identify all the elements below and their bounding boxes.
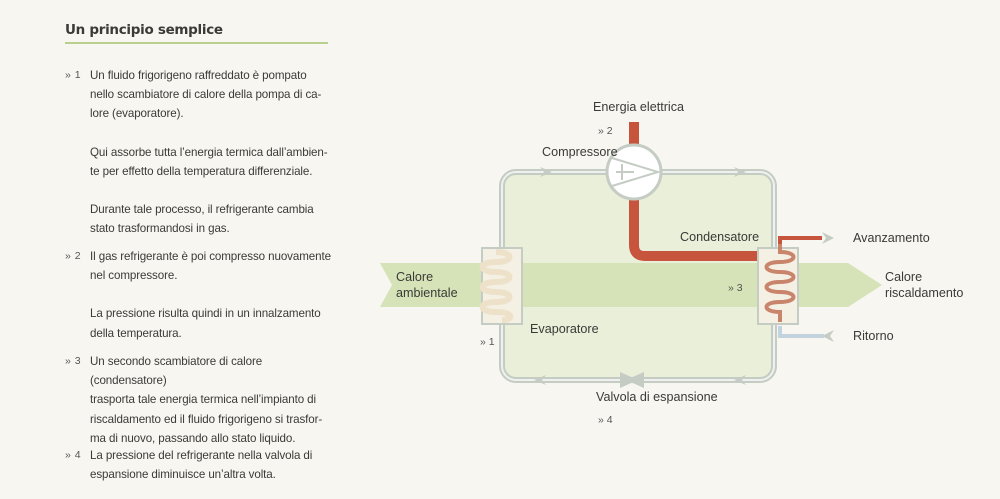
text-line: La pressione risulta quindi in un innalz… — [90, 307, 321, 321]
marker-1: » 1 — [480, 336, 495, 348]
marker-3: » 3 — [728, 282, 743, 294]
supply-pipe — [778, 236, 822, 244]
flow-arrow-bottom-right — [734, 375, 746, 385]
text-line: espansione diminuisce un’altra volta. — [90, 468, 276, 482]
text-line: riscaldamento ed il fluido frigorigeno s… — [90, 412, 323, 426]
step-paragraph: La pressione risulta quindi in un innalz… — [90, 304, 335, 342]
label-energia-elettrica: Energia elettrica — [593, 100, 684, 114]
text-line: La pressione del refrigerante nella valv… — [90, 449, 313, 462]
label-avanzamento: Avanzamento — [853, 231, 930, 245]
text-line: te per effetto della temperatura differe… — [90, 164, 313, 178]
label-calore-ambientale-2: ambientale — [396, 286, 458, 300]
circuit-inner-line — [501, 171, 775, 381]
step-paragraph: Il gas refrigerante è poi compresso nuov… — [90, 247, 335, 285]
text-line: ma di nuovo, passando allo stato liquido… — [90, 431, 296, 445]
circuit-area — [499, 169, 777, 383]
step-paragraph: Un secondo scambiatore di calore (conden… — [90, 352, 335, 448]
text-line: Un secondo scambiatore di calore (conden… — [90, 355, 263, 388]
text-line: stato trasformandosi in gas. — [90, 222, 230, 236]
return-pipe — [778, 326, 824, 338]
label-calore-riscaldamento-1: Calore — [885, 270, 922, 284]
step-paragraph: La pressione del refrigerante nella valv… — [90, 446, 335, 484]
step-2: »2 Il gas refrigerante è poi compresso n… — [65, 247, 335, 343]
marker-2: » 2 — [598, 125, 613, 137]
section-title: Un principio semplice — [65, 22, 223, 38]
supply-arrow-icon — [822, 232, 834, 244]
label-calore-riscaldamento-2: riscaldamento — [885, 286, 963, 300]
text-line: Il gas refrigerante è poi compresso nuov… — [90, 250, 331, 263]
step-1: »1 Un fluido frigorigeno raffreddato è p… — [65, 66, 335, 238]
condenser-icon — [757, 240, 799, 325]
label-ritorno: Ritorno — [853, 329, 894, 343]
label-valvola-espansione: Valvola di espansione — [596, 390, 718, 404]
label-condensatore: Condensatore — [680, 230, 759, 244]
marker-4: » 4 — [598, 414, 613, 426]
flow-arrow-bottom-left — [534, 375, 546, 385]
label-evaporatore: Evaporatore — [530, 322, 599, 336]
expansion-valve-icon — [620, 372, 644, 388]
step-marker: »2 — [65, 250, 81, 262]
flow-arrow-top-left — [540, 167, 552, 177]
text-line: nel compressore. — [90, 269, 178, 283]
text-line: trasporta tale energia termica nell’impi… — [90, 393, 317, 407]
label-compressore: Compressore — [542, 145, 618, 159]
step-4: »4 La pressione del refrigerante nella v… — [65, 446, 335, 484]
step-marker: »4 — [65, 449, 81, 461]
step-marker: »1 — [65, 69, 81, 81]
flow-arrows — [534, 167, 746, 385]
flow-arrow-top-right — [734, 167, 746, 177]
evaporator-icon — [479, 247, 523, 325]
heat-flow-band — [380, 263, 882, 307]
hot-refrigerant-pipe — [629, 192, 766, 261]
text-line: Durante tale processo, il refrigerante c… — [90, 203, 314, 217]
text-line: della temperatura. — [90, 326, 182, 340]
step-paragraph: Durante tale processo, il refrigerante c… — [90, 200, 335, 238]
title-underline — [65, 42, 328, 44]
label-calore-ambientale-1: Calore — [396, 270, 433, 284]
step-paragraph: Qui assorbe tutta l’energia termica dall… — [90, 143, 335, 181]
step-paragraph: Un fluido frigorigeno raffreddato è pomp… — [90, 66, 335, 124]
text-line: Un fluido frigorigeno raffreddato è pomp… — [90, 69, 307, 82]
step-3: »3 Un secondo scambiatore di calore (con… — [65, 352, 335, 448]
step-marker: »3 — [65, 355, 81, 367]
text-line: nello scambiatore di calore della pompa … — [90, 88, 322, 102]
text-line: lore (evaporatore). — [90, 107, 184, 121]
return-arrow-icon — [822, 330, 834, 342]
compressor-icon — [605, 143, 663, 201]
text-line: Qui assorbe tutta l’energia termica dall… — [90, 145, 328, 159]
